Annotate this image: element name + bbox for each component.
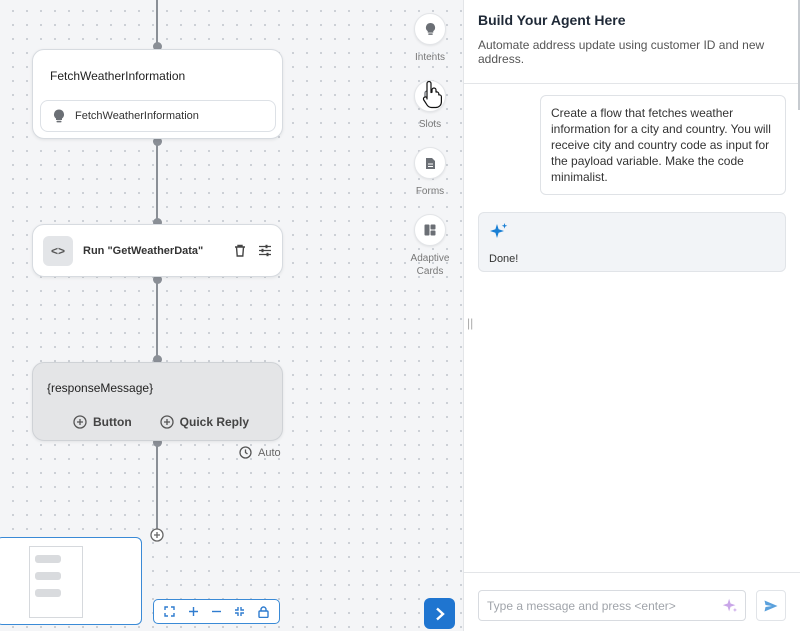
chevron-right-icon — [435, 607, 445, 620]
auto-layout-indicator[interactable]: Auto — [239, 446, 281, 459]
timer-icon — [239, 446, 252, 459]
lock-icon[interactable] — [253, 602, 273, 622]
hand-cursor-icon — [422, 80, 442, 109]
flow-canvas[interactable]: FetchWeatherInformation FetchWeatherInfo… — [0, 0, 463, 631]
intent-chip[interactable]: FetchWeatherInformation — [40, 100, 276, 132]
center-focus-icon[interactable] — [230, 602, 250, 622]
palette-forms-label: Forms — [415, 186, 445, 197]
panel-subtitle: Automate address update using customer I… — [478, 38, 765, 66]
palette-adaptive-cards[interactable]: Adaptive Cards — [409, 214, 451, 278]
panel-title: Build Your Agent Here — [478, 12, 626, 28]
palette-slots-label: Slots — [418, 119, 442, 130]
intent-chip-label: FetchWeatherInformation — [75, 110, 199, 122]
node-title: FetchWeatherInformation — [50, 69, 186, 83]
palette-adaptive-cards-label: Adaptive Cards — [410, 253, 450, 277]
response-node-title: {responseMessage} — [47, 381, 154, 395]
connector-fetch-run — [156, 140, 158, 225]
agent-builder-panel: || Build Your Agent Here Automate addres… — [463, 0, 800, 631]
scrollbar[interactable] — [798, 0, 800, 110]
connector-response-end — [156, 441, 158, 529]
document-icon — [425, 157, 435, 169]
minimap[interactable] — [0, 537, 142, 625]
minimap-viewport — [29, 546, 83, 618]
zoom-toolbar — [153, 599, 280, 624]
add-quick-reply-label: Quick Reply — [179, 415, 250, 429]
message-composer — [464, 572, 800, 631]
add-quick-reply-action[interactable]: Quick Reply — [160, 415, 249, 429]
auto-label: Auto — [258, 446, 281, 459]
sparkle-icon — [490, 223, 508, 238]
settings-sliders-icon[interactable] — [258, 244, 272, 257]
toggle-panel-button[interactable] — [424, 598, 455, 629]
connector-dot — [152, 355, 162, 364]
code-icon: <> — [43, 235, 73, 266]
fetch-weather-node[interactable]: FetchWeatherInformation FetchWeatherInfo… — [32, 49, 283, 139]
palette-intents[interactable]: Intents — [409, 13, 451, 64]
bot-message-text: Done! — [489, 253, 519, 265]
connector-top — [156, 0, 158, 49]
connector-run-response — [156, 278, 158, 362]
user-message: Create a flow that fetches weather infor… — [540, 95, 786, 195]
zoom-in-icon[interactable] — [183, 602, 203, 622]
dashboard-icon — [424, 224, 436, 236]
send-button[interactable] — [756, 590, 786, 621]
resize-handle[interactable]: || — [467, 316, 474, 330]
plus-circle-icon — [160, 415, 174, 429]
plus-circle-icon — [73, 415, 87, 429]
palette-forms[interactable]: Forms — [409, 147, 451, 198]
lightbulb-icon — [54, 109, 64, 123]
panel-header: Build Your Agent Here Automate address u… — [464, 0, 800, 84]
response-message-node[interactable]: {responseMessage} Button Quick Reply — [32, 362, 283, 441]
run-script-node[interactable]: <> Run "GetWeatherData" — [32, 224, 283, 277]
palette-intents-label: Intents — [414, 52, 446, 63]
run-node-label: Run "GetWeatherData" — [83, 244, 204, 257]
ai-sparkle-icon[interactable] — [721, 597, 739, 615]
fit-screen-icon[interactable] — [160, 602, 180, 622]
add-button-label: Button — [93, 415, 132, 429]
message-input[interactable] — [478, 590, 746, 621]
connector-dot — [152, 218, 162, 227]
bot-message: Done! — [478, 212, 786, 272]
add-button-action[interactable]: Button — [73, 415, 132, 429]
lightbulb-icon — [425, 23, 435, 35]
plus-circle-icon — [150, 528, 164, 542]
connector-dot — [152, 42, 162, 51]
delete-icon[interactable] — [234, 244, 246, 257]
add-node-end-button[interactable] — [150, 528, 164, 547]
zoom-out-icon[interactable] — [206, 602, 226, 622]
send-icon — [764, 600, 778, 611]
